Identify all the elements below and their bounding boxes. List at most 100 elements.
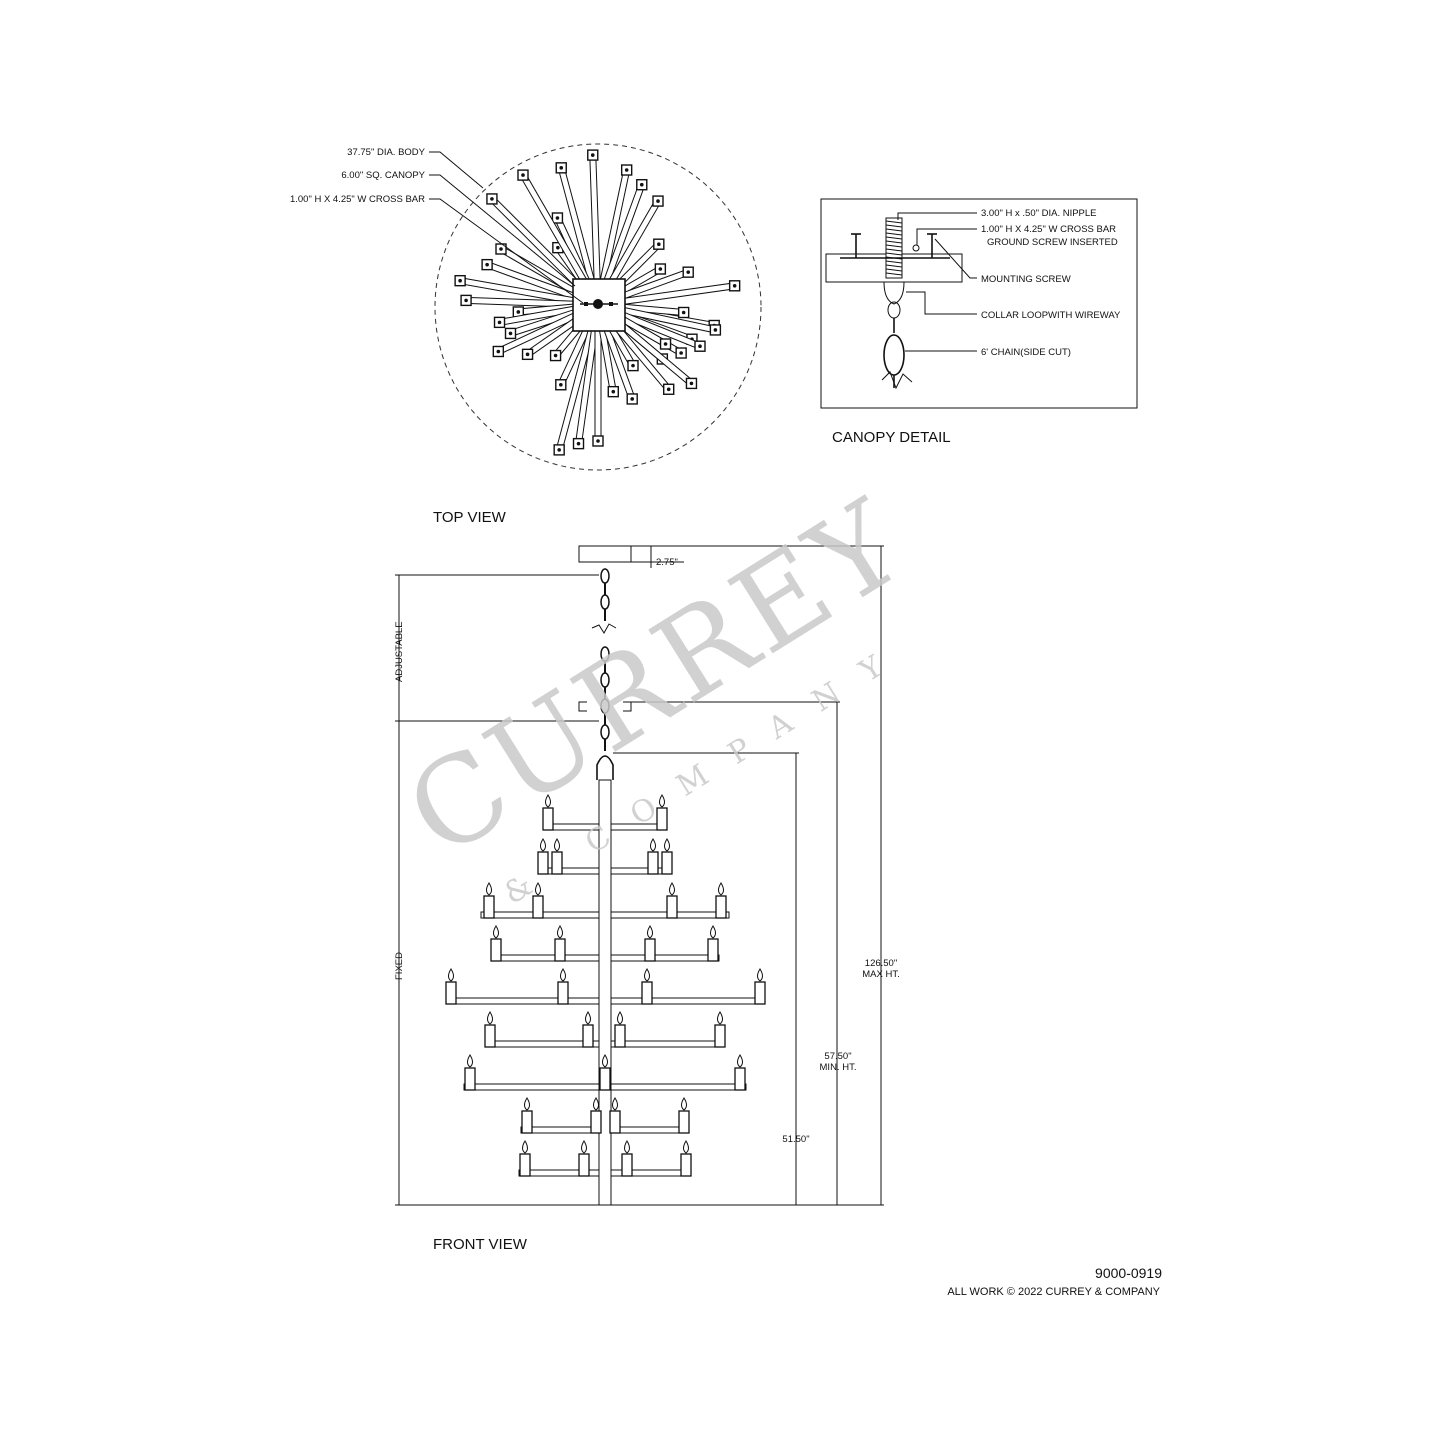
front-view-dimensions: 2.75" ADJUSTABLE FIXED 126.50" MAX HT. 5…: [394, 545, 900, 1206]
candle-bulb: [545, 794, 551, 808]
chain-link: [600, 594, 610, 610]
candle-arm: [589, 154, 601, 284]
candle-sleeve: [483, 895, 495, 919]
callout-collar-loop: COLLAR LOOPWITH WIREWAY: [981, 310, 1121, 321]
callout-detail-cross-bar: 1.00" H X 4.25" W CROSS BAR: [981, 224, 1116, 235]
candle-bulb: [647, 925, 653, 939]
candle-sleeve: [557, 981, 569, 1005]
candle-sleeve: [714, 1024, 726, 1048]
tier-arm-left: [485, 1040, 600, 1048]
copyright: ALL WORK © 2022 CURREY & COMPANY: [947, 1286, 1160, 1298]
candle-bulb: [557, 925, 563, 939]
front-view-title: FRONT VIEW: [433, 1236, 528, 1253]
front-chain: [600, 568, 610, 751]
candle-bulb: [585, 1011, 591, 1025]
candle-sleeve: [521, 1110, 533, 1134]
candle-sleeve: [666, 895, 678, 919]
tier-arm-right: [610, 1083, 747, 1091]
candle-bulb: [540, 838, 546, 852]
candle-sleeve: [554, 938, 566, 962]
candle-bulb: [535, 882, 541, 896]
candle-bulb: [467, 1054, 473, 1068]
candle-sleeve: [754, 981, 766, 1005]
candle-bulb: [617, 1011, 623, 1025]
candle-arm: [594, 326, 602, 442]
candle-sleeve: [551, 851, 563, 875]
top-view-callouts: 37.75" DIA. BODY 6.00" SQ. CANOPY 1.00" …: [290, 147, 584, 304]
tier-arm-left: [518, 1169, 600, 1177]
candle-sleeve: [715, 895, 727, 919]
candle-bulb: [593, 1097, 599, 1111]
candle-bulb: [669, 882, 675, 896]
canopy-detail-callouts: 3.00" H x .50" DIA. NIPPLE 1.00" H X 4.2…: [897, 208, 1121, 358]
candle-bulb: [554, 838, 560, 852]
callout-body-diameter: 37.75" DIA. BODY: [347, 147, 425, 158]
candle-bulb: [602, 1054, 608, 1068]
dim-max-height-label: MAX HT.: [862, 969, 899, 980]
canopy-center-nipple: [593, 299, 603, 309]
dim-canopy-height: 2.75": [656, 557, 678, 568]
callout-canopy-size: 6.00" SQ. CANOPY: [341, 170, 425, 181]
candle-bulb: [659, 794, 665, 808]
ground-screw: [912, 244, 920, 252]
candle-bulb: [560, 968, 566, 982]
front-view-drawing: [445, 545, 766, 1206]
candle-bulb: [650, 838, 656, 852]
candle-sleeve: [678, 1110, 690, 1134]
callout-cross-bar: 1.00" H X 4.25" W CROSS BAR: [290, 194, 425, 205]
callout-ground-screw: GROUND SCREW INSERTED: [987, 237, 1118, 248]
dim-adjustable: ADJUSTABLE: [394, 621, 405, 682]
candle-bulb: [681, 1097, 687, 1111]
candle-sleeve: [644, 938, 656, 962]
chain-link: [600, 568, 610, 584]
candle-sleeve: [621, 1153, 633, 1177]
dim-max-height-value: 126.50": [865, 958, 897, 969]
candle-arms: [454, 149, 741, 456]
tier-arm-left: [490, 954, 600, 962]
candle-sleeve: [656, 807, 668, 831]
candle-sleeve: [707, 938, 719, 962]
sku-number: 9000-0919: [1095, 1265, 1162, 1281]
candle-bulb: [448, 968, 454, 982]
candle-sleeve: [532, 895, 544, 919]
candle-sleeve: [537, 851, 549, 875]
callout-chain: 6' CHAIN(SIDE CUT): [981, 347, 1071, 358]
candle-bulb: [718, 882, 724, 896]
front-canopy: [578, 545, 632, 563]
dim-min-height-label: MIN. HT.: [820, 1062, 857, 1073]
candle-tiers: [445, 794, 766, 1177]
candle-bulb: [624, 1140, 630, 1154]
candle-sleeve: [578, 1153, 590, 1177]
canopy-detail-frame: [820, 198, 1138, 409]
candle-bulb: [522, 1140, 528, 1154]
tier-arm-left: [448, 997, 600, 1005]
candle-sleeve: [641, 981, 653, 1005]
canopy-detail-drawing: [820, 198, 1138, 409]
candle-bulb: [664, 838, 670, 852]
candle-sleeve: [519, 1153, 531, 1177]
tier-arm-right: [610, 997, 762, 1005]
candle-bulb: [710, 925, 716, 939]
dim-body-height: 51.50": [782, 1134, 809, 1145]
candle-sleeve: [490, 938, 502, 962]
candle-sleeve: [484, 1024, 496, 1048]
top-view-drawing: [434, 143, 762, 471]
candle-sleeve: [542, 807, 554, 831]
candle-bulb: [644, 968, 650, 982]
candle-bulb: [486, 882, 492, 896]
candle-sleeve: [609, 1110, 621, 1134]
tier-arm-right: [610, 954, 720, 962]
candle-sleeve: [734, 1067, 746, 1091]
candle-sleeve: [661, 851, 673, 875]
candle-sleeve: [445, 981, 457, 1005]
candle-bulb: [757, 968, 763, 982]
chain-link: [883, 334, 905, 376]
collar-loop: [883, 281, 905, 305]
canopy-detail-title: CANOPY DETAIL: [832, 429, 951, 446]
candle-sleeve: [590, 1110, 602, 1134]
candle-sleeve: [599, 1067, 611, 1091]
callout-nipple: 3.00" H x .50" DIA. NIPPLE: [981, 208, 1097, 219]
candle-bulb: [487, 1011, 493, 1025]
candle-bulb: [612, 1097, 618, 1111]
tier-arm-right: [610, 1040, 725, 1048]
